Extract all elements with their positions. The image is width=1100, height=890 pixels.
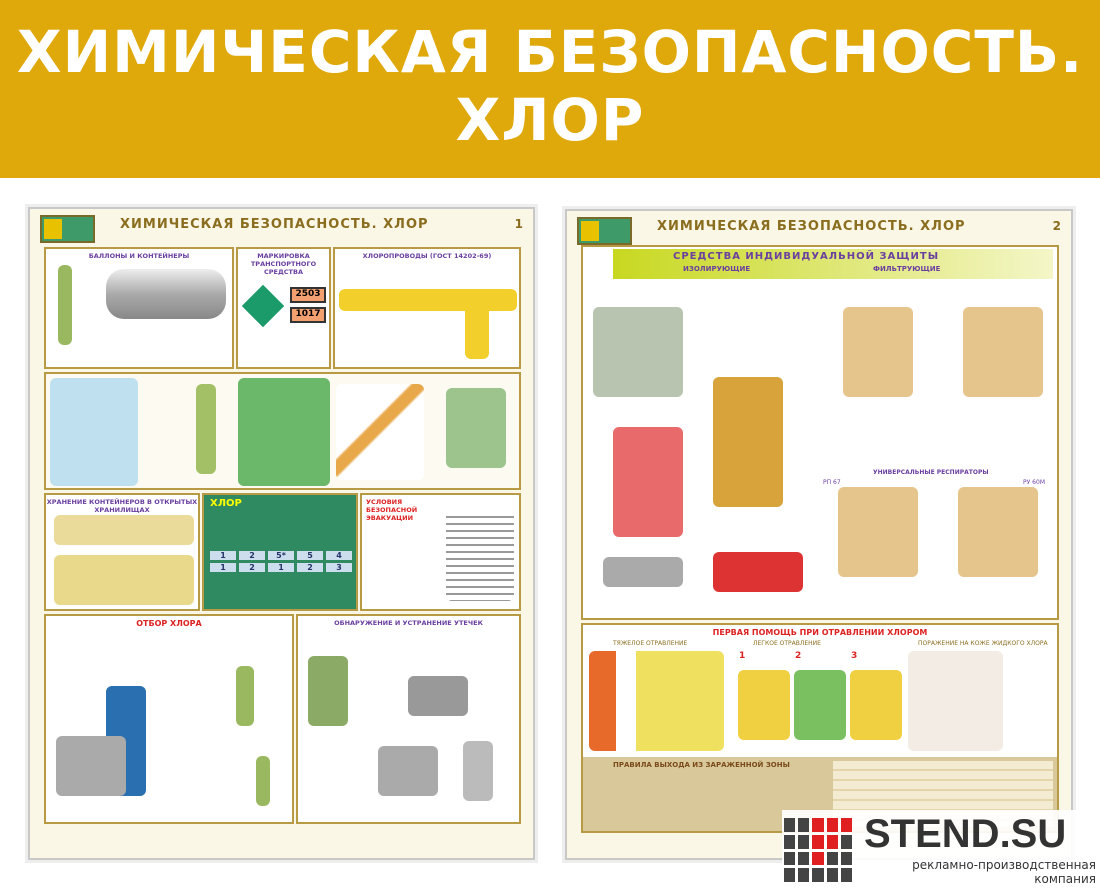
section-storage: ХРАНЕНИЕ КОНТЕЙНЕРОВ В ОТКРЫТЫХ ХРАНИЛИЩ… — [44, 493, 200, 611]
header-title-line1: ХИМИЧЕСКАЯ БЕЗОПАСНОСТЬ. — [16, 18, 1084, 86]
placard-top: 2503 — [290, 287, 326, 303]
rp-label: РП 67 — [823, 479, 841, 486]
step-1: 1 — [739, 651, 746, 661]
section-chlorine-info: ХЛОР 1 2 5* 5 4 1 2 1 2 3 — [202, 493, 358, 611]
hazmat-suit-image — [613, 427, 683, 537]
grid-cell: 2 — [297, 563, 323, 572]
grid-cell: 2 — [239, 563, 265, 572]
severe-heading: ТЯЖЕЛОЕ ОТРАВЛЕНИЕ — [613, 640, 688, 647]
section-heading: ОТБОР ХЛОРА — [136, 619, 202, 628]
rescue-image — [589, 651, 724, 751]
worker-scene-image — [238, 378, 330, 486]
section-heading: ПЕРВАЯ ПОМОЩЬ ПРИ ОТРАВЛЕНИИ ХЛОРОМ — [712, 628, 928, 637]
respirator-image — [838, 487, 918, 577]
barrel-image — [408, 676, 468, 716]
grid-cell: 2 — [239, 551, 265, 560]
section-cylinders: БАЛЛОНЫ И КОНТЕЙНЕРЫ — [44, 247, 234, 369]
containers-image — [54, 555, 194, 605]
pipe-scene-image — [336, 384, 424, 480]
goggles-image — [603, 557, 683, 587]
victim-image — [794, 670, 846, 740]
ppe-heading: СРЕДСТВА ИНДИВИДУАЛЬНОЙ ЗАЩИТЫ — [673, 251, 940, 262]
poster-number: 1 — [514, 217, 523, 231]
section-conditions: УСЛОВИЯ БЕЗОПАСНОЙ ЭВАКУАЦИИ — [360, 493, 521, 611]
logo-grid-icon — [784, 818, 852, 882]
section-heading: БАЛЛОНЫ И КОНТЕЙНЕРЫ — [88, 252, 190, 260]
section-heading: ХРАНЕНИЕ КОНТЕЙНЕРОВ В ОТКРЫТЫХ ХРАНИЛИЩ… — [46, 498, 198, 514]
section-sampling: ОТБОР ХЛОРА — [44, 614, 294, 824]
gas-mask-image — [843, 307, 913, 397]
victim-image — [738, 670, 790, 740]
breathing-apparatus-image — [713, 377, 783, 507]
light-heading: ЛЕГКОЕ ОТРАВЛЕНИЕ — [753, 640, 821, 647]
diagram-image — [446, 511, 514, 601]
exit-rules-heading: ПРАВИЛА ВЫХОДА ИЗ ЗАРАЖЕННОЙ ЗОНЫ — [613, 761, 790, 769]
filtering-heading: ФИЛЬТРУЮЩИЕ — [873, 265, 941, 273]
protective-worker-image — [446, 388, 506, 468]
hazard-grid: 1 2 5* 5 4 1 2 1 2 3 — [210, 551, 352, 572]
gloves-image — [713, 552, 803, 592]
logo-tagline: рекламно-производственная компания — [912, 858, 1096, 886]
brand-logo: STEND.SU рекламно-производственная компа… — [782, 810, 1098, 888]
respirator-image — [958, 487, 1038, 577]
logo-brand: STEND.SU — [864, 812, 1067, 856]
universal-heading: УНИВЕРСАЛЬНЫЕ РЕСПИРАТОРЫ — [873, 469, 989, 476]
valve-image — [463, 741, 493, 801]
chlorine-heading: ХЛОР — [210, 498, 242, 509]
tank-image — [56, 736, 126, 796]
grid-cell: 5 — [297, 551, 323, 560]
section-first-aid: ПЕРВАЯ ПОМОЩЬ ПРИ ОТРАВЛЕНИИ ХЛОРОМ ТЯЖЕ… — [581, 623, 1059, 833]
section-heading: МАРКИРОВКА ТРАНСПОРТНОГО СРЕДСТВА — [250, 252, 317, 276]
step-2: 2 — [795, 651, 802, 661]
header-title-line2: ХЛОР — [455, 86, 645, 154]
cylinder-image — [58, 265, 72, 345]
barrel-image — [378, 746, 438, 796]
building-image — [50, 378, 138, 486]
section-illustrations — [44, 372, 521, 490]
poster-title: ХИМИЧЕСКАЯ БЕЗОПАСНОСТЬ. ХЛОР — [657, 219, 966, 234]
grid-cell: 4 — [326, 551, 352, 560]
hazard-diamond-icon — [241, 284, 285, 328]
container-image — [106, 269, 226, 319]
ru-label: РУ 60М — [1023, 479, 1045, 486]
section-pipelines: ХЛОРОПРОВОДЫ (ГОСТ 14202-69) — [333, 247, 521, 369]
hose-mask-image — [963, 307, 1043, 397]
worker-suit-image — [593, 307, 683, 397]
shower-image — [908, 651, 1003, 751]
step-3: 3 — [851, 651, 858, 661]
skin-heading: ПОРАЖЕНИЕ НА КОЖЕ ЖИДКОГО ХЛОРА — [918, 640, 1048, 647]
cylinder-image — [256, 756, 270, 806]
cylinder-cart-image — [196, 384, 216, 474]
grid-cell: 1 — [210, 551, 236, 560]
section-ppe: СРЕДСТВА ИНДИВИДУАЛЬНОЙ ЗАЩИТЫ ИЗОЛИРУЮЩ… — [581, 245, 1059, 620]
section-heading: ОБНАРУЖЕНИЕ И УСТРАНЕНИЕ УТЕЧЕК — [334, 619, 483, 627]
isolating-heading: ИЗОЛИРУЮЩИЕ — [683, 265, 751, 273]
containers-image — [54, 515, 194, 545]
cylinder-image — [308, 656, 348, 726]
phone-call-image — [850, 670, 902, 740]
page-header: ХИМИЧЕСКАЯ БЕЗОПАСНОСТЬ. ХЛОР — [0, 0, 1100, 178]
grid-cell: 1 — [268, 563, 294, 572]
placard-bottom: 1017 — [290, 307, 326, 323]
poster-logo-icon — [577, 217, 632, 245]
grid-cell: 3 — [326, 563, 352, 572]
poster-2: ХИМИЧЕСКАЯ БЕЗОПАСНОСТЬ. ХЛОР 2 СРЕДСТВА… — [565, 209, 1073, 860]
section-heading: УСЛОВИЯ БЕЗОПАСНОЙ ЭВАКУАЦИИ — [366, 498, 418, 522]
poster-number: 2 — [1052, 219, 1061, 233]
grid-cell: 1 — [210, 563, 236, 572]
section-heading: ХЛОРОПРОВОДЫ (ГОСТ 14202-69) — [362, 252, 492, 260]
poster-title: ХИМИЧЕСКАЯ БЕЗОПАСНОСТЬ. ХЛОР — [120, 217, 429, 232]
grid-cell: 5* — [268, 551, 294, 560]
cylinder-image — [236, 666, 254, 726]
pipe-image — [465, 304, 489, 359]
poster-1: ХИМИЧЕСКАЯ БЕЗОПАСНОСТЬ. ХЛОР 1 БАЛЛОНЫ … — [28, 207, 535, 860]
pipe-image — [339, 289, 517, 311]
poster-logo-icon — [40, 215, 95, 243]
ppe-banner — [613, 249, 1053, 279]
section-leaks: ОБНАРУЖЕНИЕ И УСТРАНЕНИЕ УТЕЧЕК — [296, 614, 521, 824]
section-marking: МАРКИРОВКА ТРАНСПОРТНОГО СРЕДСТВА 2503 1… — [236, 247, 331, 369]
